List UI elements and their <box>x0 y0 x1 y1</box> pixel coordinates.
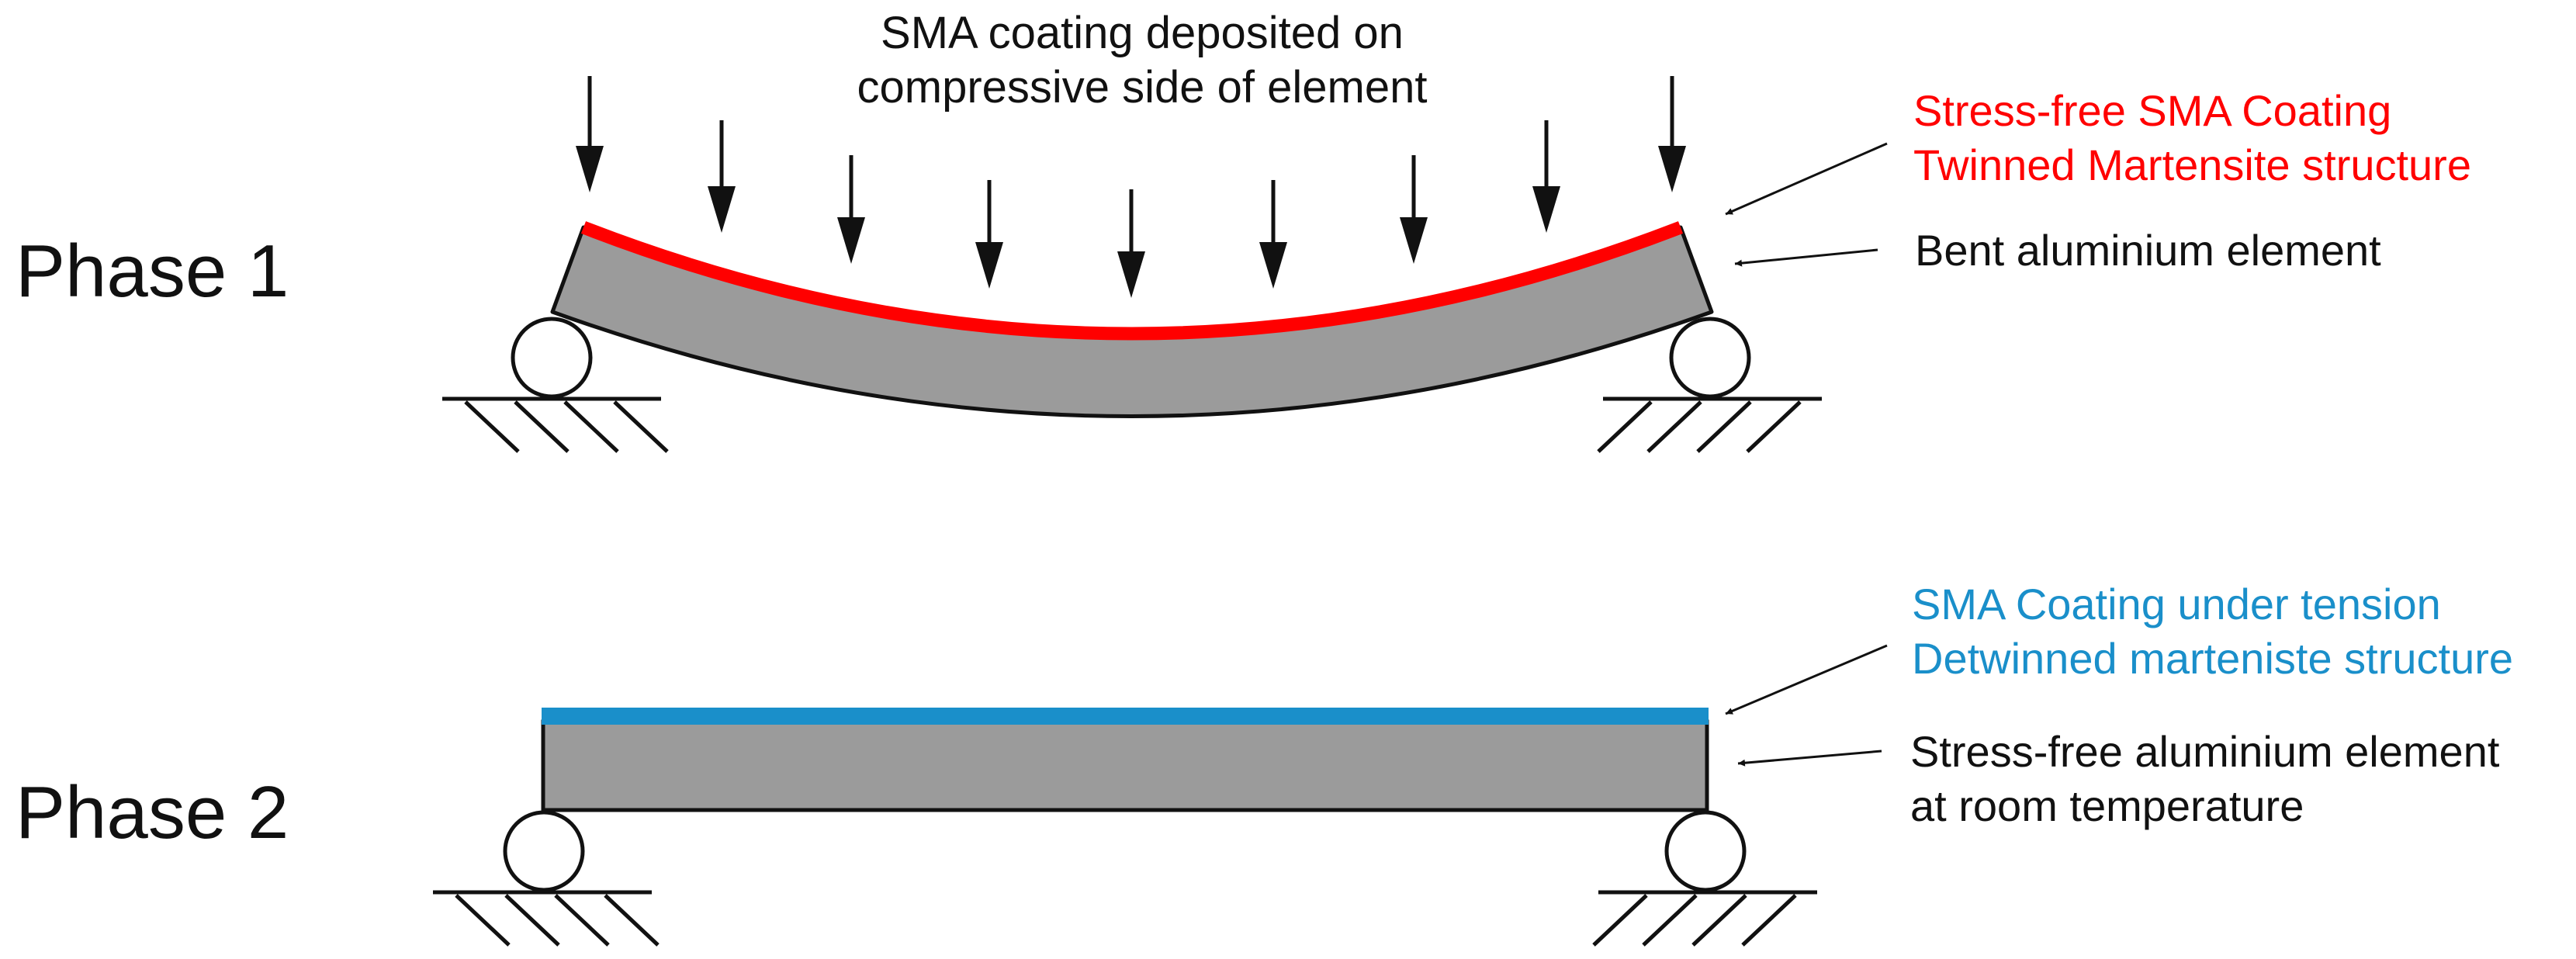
phase1-element-pointer <box>1734 248 1878 267</box>
load-arrow <box>1400 155 1428 264</box>
roller <box>1669 317 1751 399</box>
load-arrow <box>1658 76 1686 192</box>
phase1-coating-label-line2: Twinned Martensite structure <box>1913 140 2471 189</box>
ground-hatch <box>442 396 669 453</box>
load-arrow <box>708 120 736 233</box>
phase1-left-support <box>442 317 669 453</box>
phase1-coating-pointer <box>1725 142 1888 216</box>
load-arrow <box>1532 120 1560 233</box>
phase2-coating-label-line1: SMA Coating under tension <box>1912 580 2441 628</box>
load-arrow <box>1259 180 1287 289</box>
phase2-coating-label-line2: Detwinned marteniste structure <box>1912 634 2513 683</box>
phase1-label: Phase 1 <box>16 230 289 313</box>
load-arrow <box>1117 189 1145 298</box>
phase2-straight-element <box>541 719 1709 812</box>
phase1-right-support <box>1597 317 1822 453</box>
phase2-element-pointer <box>1737 750 1882 767</box>
phase1-sma-coating <box>580 221 1684 341</box>
roller <box>1664 810 1747 892</box>
roller <box>511 317 593 399</box>
phase2-right-support <box>1592 810 1817 947</box>
phase1-coating-label-line1: Stress-free SMA Coating <box>1913 86 2391 135</box>
phase2-element-label-line1: Stress-free aluminium element <box>1910 727 2500 776</box>
top-note-line1: SMA coating deposited on <box>881 8 1404 58</box>
load-arrow <box>576 76 604 192</box>
top-note-line2: compressive side of element <box>857 62 1428 113</box>
ground-hatch <box>1597 396 1822 453</box>
load-arrow <box>837 155 865 264</box>
phase2-element-label-line2: at room temperature <box>1910 781 2304 830</box>
roller <box>503 810 585 892</box>
phase2-left-support <box>433 810 660 947</box>
load-arrows <box>576 76 1686 298</box>
phase1-element-label: Bent aluminium element <box>1915 226 2381 275</box>
ground-hatch <box>1592 890 1817 947</box>
phase2-coating-pointer <box>1725 644 1888 715</box>
phase2-label: Phase 2 <box>16 771 289 854</box>
ground-hatch <box>433 890 660 947</box>
phase2-sma-coating <box>542 708 1709 725</box>
load-arrow <box>975 180 1003 289</box>
